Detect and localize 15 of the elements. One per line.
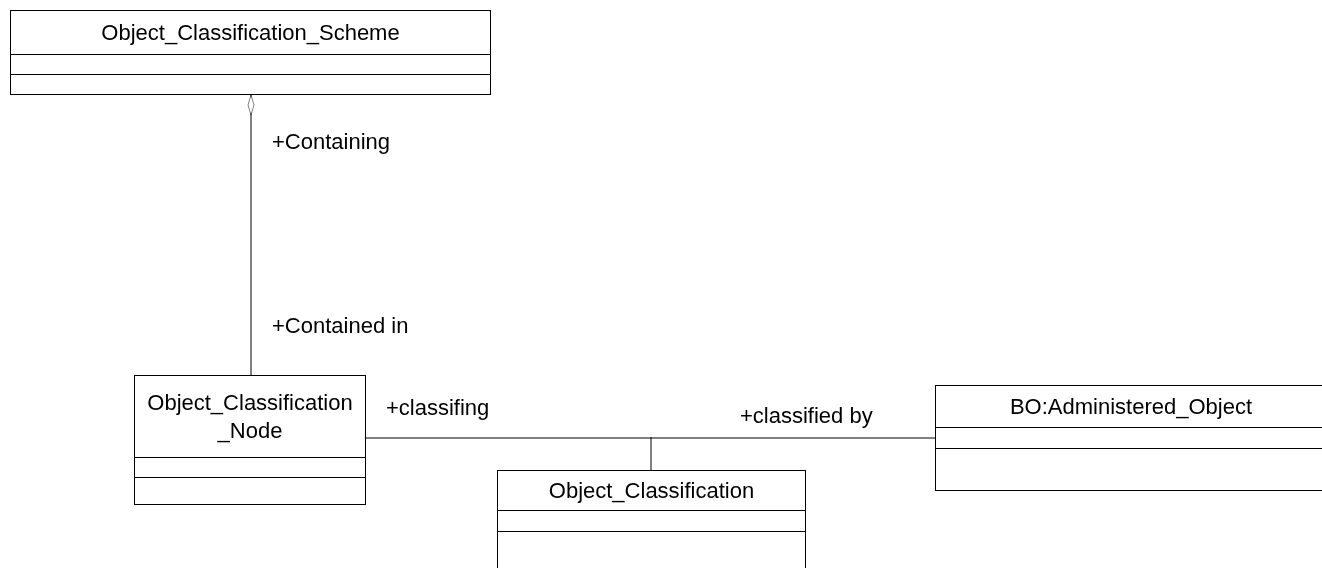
association-line bbox=[650, 436, 652, 471]
role-label: +Containing bbox=[272, 128, 391, 156]
aggregation-line bbox=[247, 94, 255, 376]
class-box bbox=[134, 375, 366, 505]
class-name: Object_Classification_Node bbox=[146, 388, 354, 445]
role-label: +classifing bbox=[386, 394, 490, 422]
class-box bbox=[497, 470, 806, 568]
class-box bbox=[10, 10, 491, 95]
role-label: +classified by bbox=[740, 402, 873, 430]
role-label: +Contained in bbox=[272, 312, 409, 340]
class-name: BO:Administered_Object bbox=[1009, 392, 1253, 421]
class-box bbox=[935, 385, 1322, 491]
class-name: Object_Classification_Scheme bbox=[101, 18, 400, 47]
association-line bbox=[365, 437, 936, 439]
class-name: Object_Classification bbox=[548, 476, 755, 505]
